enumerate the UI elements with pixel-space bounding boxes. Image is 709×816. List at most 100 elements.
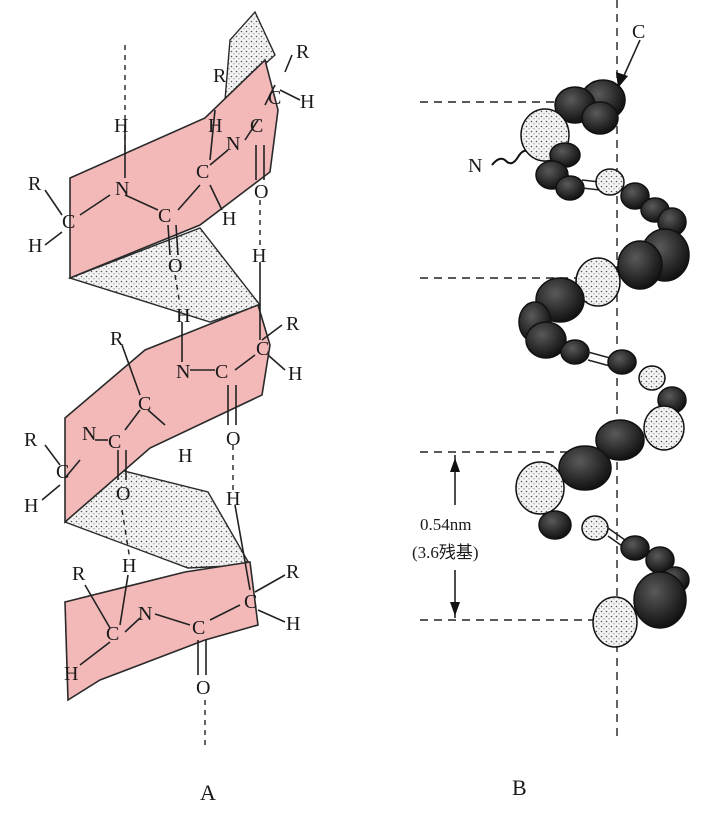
atom-ball <box>538 510 572 540</box>
n-terminus-label: N <box>468 155 482 177</box>
ribbon-front-segment <box>64 561 259 702</box>
bond <box>264 84 276 106</box>
atom-h: H <box>28 235 42 257</box>
atom-c: C <box>62 211 75 233</box>
bond <box>79 194 111 216</box>
bond <box>234 354 256 371</box>
bond <box>79 641 111 666</box>
atom-n: N <box>82 423 96 445</box>
bond <box>581 187 601 191</box>
hydrogen-bond <box>121 509 131 561</box>
atom-c: C <box>244 591 257 613</box>
arrowhead <box>450 458 460 472</box>
atom-n: N <box>176 361 190 383</box>
atom-h: H <box>222 208 236 230</box>
bond <box>234 504 251 591</box>
atom-c: C <box>250 115 263 137</box>
bond <box>244 119 259 141</box>
double-bond <box>167 224 171 256</box>
atom-o: O <box>168 255 182 277</box>
panel-b-space-filling-model <box>420 0 690 740</box>
atom-h: H <box>288 363 302 385</box>
panel-a-atom-labels: R R C H H H C N C R N O C C H H H O R H … <box>24 41 314 699</box>
atom-c: C <box>138 393 151 415</box>
arrowhead <box>450 602 460 616</box>
bond <box>147 409 166 426</box>
atom-h: H <box>300 91 314 113</box>
bond <box>154 613 191 626</box>
bond <box>279 89 301 101</box>
atom-ball <box>643 405 685 451</box>
atom-ball <box>595 419 645 461</box>
pitch-value-label: 0.54nm <box>420 515 471 534</box>
bond <box>121 344 141 396</box>
atom-c: C <box>158 205 171 227</box>
bond <box>41 484 61 501</box>
bond <box>257 609 286 623</box>
bond <box>124 194 159 211</box>
bond <box>64 459 81 479</box>
atom-c: C <box>56 461 69 483</box>
atom-ball <box>581 101 619 135</box>
bond <box>267 354 286 371</box>
bond <box>44 231 63 246</box>
atom-ball <box>555 175 585 201</box>
bond <box>44 189 63 216</box>
panel-b-label: B <box>512 775 527 800</box>
bond <box>44 444 61 466</box>
atom-o: O <box>226 428 240 450</box>
atom-h: H <box>176 305 190 327</box>
atom-h: H <box>114 115 128 137</box>
pitch-residues-label: (3.6残基) <box>412 543 479 562</box>
atom-h: H <box>24 495 38 517</box>
panel-a-label: A <box>200 780 216 805</box>
arrowhead <box>616 72 628 88</box>
atom-r: R <box>296 41 310 63</box>
bond <box>209 109 216 161</box>
atom-c: C <box>256 338 269 360</box>
atom-c: C <box>268 87 281 109</box>
atom-r: R <box>72 563 86 585</box>
atom-c: C <box>106 623 119 645</box>
bond <box>254 574 286 593</box>
atom-r: R <box>286 313 300 335</box>
c-terminus-arrow <box>621 39 641 81</box>
atom-ball <box>617 240 663 290</box>
atom-h: H <box>226 488 240 510</box>
panel-a-helix-ribbon <box>41 10 301 750</box>
atom-c: C <box>215 361 228 383</box>
bond <box>261 324 283 341</box>
bond <box>587 359 611 367</box>
atom-ball <box>560 339 590 365</box>
bond <box>84 584 111 629</box>
atom-ball <box>525 321 567 359</box>
atom-n: N <box>226 133 240 155</box>
panel-b-labels: C N 0.54nm (3.6残基) <box>412 21 645 562</box>
bond <box>124 409 141 431</box>
atom-ball <box>575 257 621 307</box>
atom-h: H <box>122 555 136 577</box>
atom-r: R <box>213 65 227 87</box>
n-terminus-chain <box>491 149 531 166</box>
atom-c: C <box>108 431 121 453</box>
ribbon-front-segment <box>64 303 271 524</box>
atom-ball <box>558 445 612 491</box>
double-bond <box>175 224 179 256</box>
bond <box>177 184 201 211</box>
atom-ball <box>633 571 687 629</box>
atom-n: N <box>138 603 152 625</box>
atom-h: H <box>208 115 222 137</box>
bond <box>119 574 129 626</box>
atom-r: R <box>286 561 300 583</box>
atom-ball <box>592 596 638 648</box>
bond <box>209 604 241 621</box>
ribbon-front-segment <box>69 58 279 280</box>
atom-o: O <box>196 677 210 699</box>
atom-r: R <box>110 328 124 350</box>
atom-ball <box>607 349 637 375</box>
atom-c: C <box>192 617 205 639</box>
atom-o: O <box>254 181 268 203</box>
atom-h: H <box>252 245 266 267</box>
atom-ball <box>515 461 565 515</box>
